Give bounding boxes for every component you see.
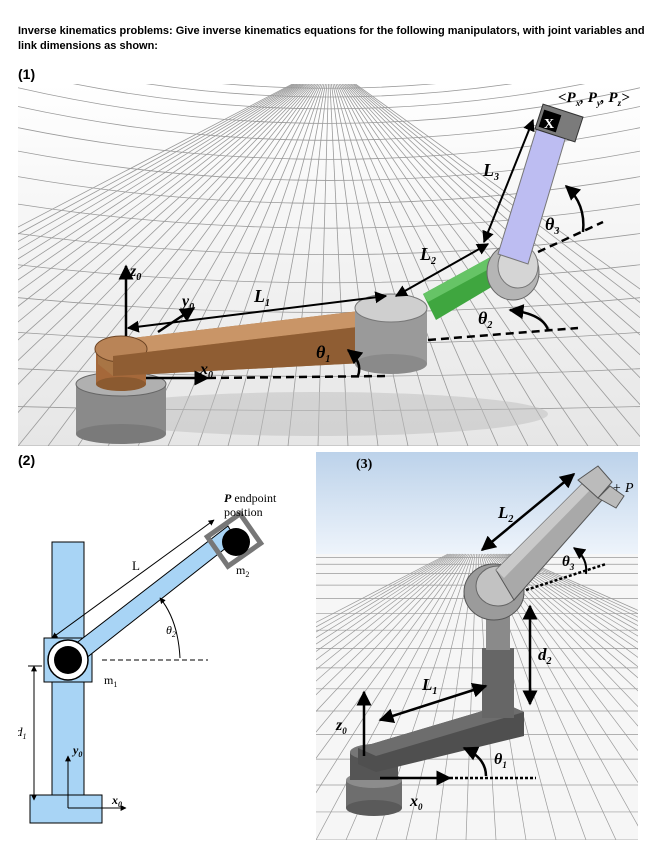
manipulator-3-figure: (3) + P L2 θ3 d2 L1 z0 (316, 452, 638, 840)
end-effector (534, 103, 584, 143)
P-label: + P (612, 481, 634, 496)
mass-m2 (222, 528, 250, 556)
y0-axis-arrow (157, 306, 196, 334)
base-plate (29, 794, 103, 824)
d2-label: d2 (538, 645, 552, 667)
L1-label: L1 (253, 286, 270, 309)
panel-3-label: (3) (356, 457, 373, 472)
d1-label: d1 (18, 724, 27, 741)
theta3-label: θ3 (545, 214, 559, 237)
theta3-label: θ3 (562, 554, 575, 572)
problem-statement: Inverse kinematics problems: Give invers… (18, 25, 645, 52)
theta2-arc (508, 304, 550, 331)
manipulator-2-figure: P endpoint position L m2 m1 θ2 d1 y0 x0 (18, 491, 277, 824)
L-dimension-arrow (51, 519, 215, 639)
theta3-arc (564, 184, 585, 233)
theta1-arc (462, 746, 488, 777)
panel-1-label: (1) (18, 66, 36, 82)
end-effector-mark: X (544, 117, 554, 132)
position-label: position (224, 505, 263, 519)
L-label: L (132, 558, 140, 573)
link-arm (69, 525, 237, 667)
theta2-arc (159, 597, 181, 659)
L2-dimension-arrow (480, 473, 576, 551)
x0-label: x0 (111, 793, 122, 809)
target-position-label: <Px, Py, Pz> (558, 90, 630, 108)
mass-m1 (54, 646, 82, 674)
z0-label: z0 (335, 717, 347, 736)
panel-2-label: (2) (18, 452, 36, 468)
theta2-label: θ2 (478, 308, 492, 331)
end-effector (577, 465, 625, 509)
theta3-arc (573, 547, 588, 575)
arm-shadow (88, 392, 548, 436)
L1-dimension-arrow (378, 682, 488, 724)
x0-label: x0 (199, 361, 213, 381)
L3-label: L3 (482, 160, 499, 183)
m1-label: m1 (104, 673, 117, 689)
y0-label: y0 (71, 743, 82, 759)
endpoint-label: P endpoint (224, 491, 277, 505)
joint-2-cylinder (354, 293, 428, 374)
m2-label: m2 (236, 563, 249, 579)
x0-label: x0 (409, 793, 423, 812)
manipulator-1-figure: X z0 y0 x0 L1 L2 L3 θ1 θ2 θ3 <Px, Py, Pz… (18, 84, 640, 446)
theta1-reference-dashed (207, 374, 389, 380)
z0-label: z0 (129, 263, 141, 283)
y0-label: y0 (180, 293, 194, 313)
L2-label: L2 (497, 503, 513, 525)
L2-dimension-arrow (394, 243, 490, 297)
theta3-reference-dashed (525, 562, 607, 592)
theta1-label: θ1 (316, 342, 330, 365)
theta1-arc (346, 349, 364, 377)
theta2-label: θ2 (166, 623, 176, 639)
theta1-label: θ1 (494, 751, 507, 770)
L1-label: L1 (421, 675, 437, 697)
theta3-reference-dashed (537, 220, 604, 254)
L2-label: L2 (419, 244, 436, 267)
L3-dimension-arrow (482, 118, 535, 244)
